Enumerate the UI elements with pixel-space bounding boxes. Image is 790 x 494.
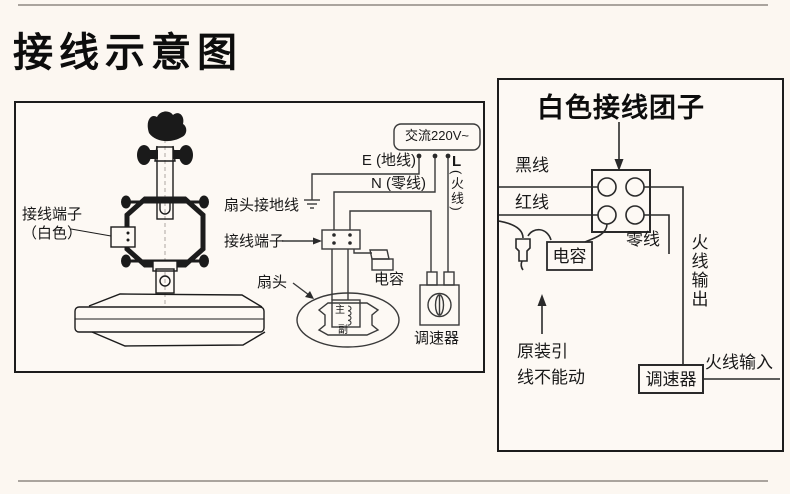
up-arrow-icon <box>537 294 547 306</box>
note-label-line1: 原装引 <box>517 342 568 361</box>
page-title: 接线示意图 <box>13 31 243 75</box>
live-output-label: 火线输出 <box>688 233 708 309</box>
bottom-divider <box>18 480 768 482</box>
right-panel-title: 白色接线团子 <box>537 93 705 123</box>
fan-head-oval <box>296 292 400 348</box>
neutral-wire-label: N (零线) <box>371 175 426 192</box>
neutral-wire-label: 零线 <box>626 230 660 249</box>
ac-supply-box <box>393 123 481 151</box>
capacitor-label: 电容 <box>552 247 587 266</box>
black-wire-label: 黑线 <box>515 156 549 175</box>
winding-main-label: 主 <box>335 305 345 316</box>
cord-plug <box>515 238 531 262</box>
note-label-line2: 线不能动 <box>517 368 585 387</box>
down-arrow-icon <box>614 159 624 171</box>
speed-controller-box <box>419 284 460 326</box>
live-input-label: 火线输入 <box>705 353 773 372</box>
earth-wire-label: E (地线) <box>361 152 416 169</box>
terminal-block <box>321 229 361 250</box>
arrow-to-terminal-block <box>313 237 322 245</box>
fan-head-label: 扇头 <box>257 274 288 291</box>
terminal-block-label: 接线端子 <box>224 233 285 250</box>
live-wire-vertical-label: (火线) <box>448 170 464 213</box>
downrod <box>156 146 174 220</box>
fan-wiring-diagram <box>70 111 481 348</box>
speed-controller-label: 调速器 <box>645 370 697 389</box>
ceiling-clamp <box>147 111 187 142</box>
red-wire-label: 红线 <box>515 193 549 212</box>
top-divider <box>18 4 768 6</box>
fan-body-top <box>88 293 263 308</box>
user-wiring-diagram <box>499 122 780 394</box>
arrow-to-fan-head <box>305 291 314 299</box>
capacitor-label: 电容 <box>374 271 405 288</box>
capacitor-box <box>371 258 394 271</box>
user-wiring-panel: 白色接线团子 黑线 红线 电容 零线 火线输出 原装引 线不能动 调速器 火线输… <box>497 78 784 452</box>
white-terminal-label-line2: （白色） <box>22 225 83 242</box>
white-terminal-label-line1: 接线端子 <box>22 206 83 223</box>
white-terminal-connector <box>110 226 136 248</box>
live-letter-label: L <box>452 153 462 170</box>
capacitor-box <box>546 241 593 271</box>
fan-body-bottom <box>91 331 266 347</box>
ac-supply-label: 交流220V~ <box>405 128 469 143</box>
winding-aux-label: 副 <box>338 325 348 336</box>
fan-wiring-panel: 接线端子 （白色） 扇头接地线 接线端子 扇头 电容 调速器 交流220V~ E… <box>14 101 485 373</box>
fan-head-ground-label: 扇头接地线 <box>224 197 300 214</box>
speed-controller-label: 调速器 <box>414 330 460 347</box>
white-wiring-block <box>591 169 651 233</box>
